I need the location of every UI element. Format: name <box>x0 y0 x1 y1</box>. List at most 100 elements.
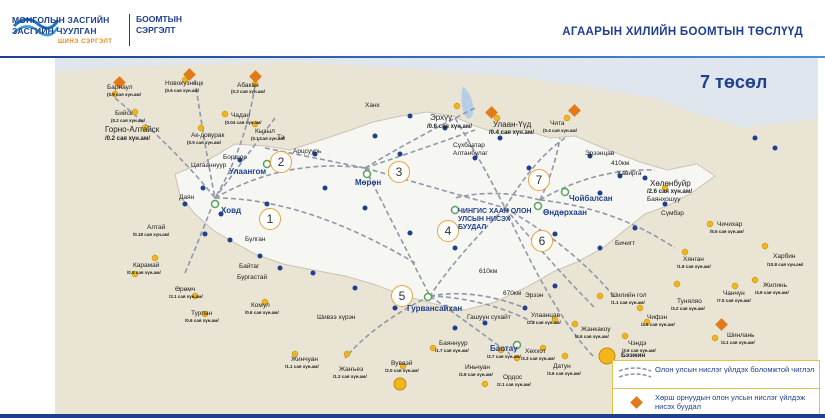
page-title: АГААРЫН ХИЛИЙН БООМТЫН ТӨСЛҮҮД <box>562 26 803 38</box>
city-label: Алтай <box>147 224 166 231</box>
city-label: Ак-довурак <box>191 132 225 139</box>
city-sub: (0.4 сая хүн.ам/ <box>543 128 577 133</box>
header-rule <box>0 56 825 58</box>
place-label: Сүхбаатар <box>453 142 485 149</box>
wuhai-marker <box>393 377 407 391</box>
bottom-rule <box>0 414 825 418</box>
legend-divider <box>613 388 819 389</box>
city-label: Горно-Алтайск <box>105 125 160 134</box>
logo-divider <box>129 14 130 46</box>
place-label: Бургастай <box>237 274 268 281</box>
city-choibalsan: Чойбалсан <box>569 194 613 203</box>
city-sub: /3.2 сая хүн.ам/ <box>671 306 705 311</box>
city-label: Шинлань <box>727 332 755 339</box>
city-label: Баяннуур <box>439 340 468 347</box>
neighbor-cities <box>111 76 769 388</box>
place-label: Хавирга <box>617 170 642 177</box>
route-number-2: 2 <box>270 151 292 173</box>
city-label: Комул <box>251 302 270 309</box>
city-label: Шилийн гол <box>611 292 647 299</box>
legend-route-text: Олон улсын нислэг үйлдэх боломжтой чиглэ… <box>655 365 815 374</box>
city-sub: /0.5 сая хүн.ам/ <box>127 270 161 275</box>
city-sub: (0.5 сая хүн.ам/ <box>187 140 221 145</box>
legend-route-row: Олон улсын нислэг үйлдэх боломжтой чиглэ… <box>613 361 819 388</box>
place-label: Боршоо <box>223 154 247 161</box>
city-sub: /0.6 сая хүн.ам/ <box>427 124 472 130</box>
city-khovd: Ховд <box>221 206 242 215</box>
place-label: Даян <box>179 194 195 201</box>
city-label: Турпан <box>191 310 213 317</box>
city-sub: /4.6 сая хүн.ам/ <box>755 290 789 295</box>
logo-line-1: МОНГОЛЫН ЗАСГИЙН <box>12 15 110 25</box>
city-label: Туняляо <box>677 298 702 305</box>
legend: Олон улсын нислэг үйлдэх боломжтой чиглэ… <box>612 360 820 418</box>
hub-label: ЧИНГИС ХААН ОЛОН УЛСЫН НИСЭХ БУУДАЛ <box>458 208 532 231</box>
city-label: Жилинь <box>763 282 788 289</box>
place-label: Ханх <box>365 102 380 109</box>
logo-line-2: ЗАСГИЙН ЧУУЛГАН <box>12 26 97 36</box>
route-number-5: 5 <box>391 285 413 307</box>
place-label: Булган <box>245 236 266 243</box>
city-label: Чэндэ <box>628 340 647 347</box>
city-sub: /2.8 сая хүн.ам/ <box>459 372 493 377</box>
city-label: Новокузнецк <box>165 80 204 87</box>
city-murun: Мөрөн <box>355 178 382 187</box>
city-sub: /4.6 сая хүн.ам/ <box>575 334 609 339</box>
distance-label: 610км <box>479 268 498 275</box>
route-number-4: 4 <box>437 220 459 242</box>
map-canvas <box>55 58 818 391</box>
city-label: Өрөмч <box>175 286 196 293</box>
city-sub: /4.6 сая хүн.ам/ <box>641 322 675 327</box>
city-sub: (0.3 сая хүн.ам/ <box>231 89 265 94</box>
place-label: Арцсуурь <box>293 148 322 155</box>
place-label: Гашуун сухайт <box>467 314 511 321</box>
logo-wave-icon <box>12 18 60 37</box>
city-label: Кызыл <box>255 128 275 135</box>
city-sub: /7.5 сая хүн.ам/ <box>717 298 751 303</box>
brand-line-2: СЭРГЭЛТ <box>136 25 176 35</box>
place-label: Сүмбэр <box>661 210 684 217</box>
beijing-marker <box>598 347 616 365</box>
city-sub: /3.3 сая хүн.ам/ <box>521 356 555 361</box>
city-sub: /0.18 сая хүн.ам/ <box>133 232 170 237</box>
city-undurkhaan: Өндөрхаан <box>543 208 587 217</box>
map: 7 төсөл 1 2 3 4 5 6 7 Ховд Улаангом Мөрө… <box>55 58 818 416</box>
legend-airport-row: Хөрш орнуудын олон улсын нислэг үйлдэж н… <box>613 389 819 416</box>
route-number-6: 6 <box>531 230 553 252</box>
city-sub: /1.1 сая хүн.ам/ <box>285 364 319 369</box>
place-label: Эрээнцав <box>585 150 615 157</box>
city-label: Улаан-Үүд <box>493 120 532 129</box>
city-sub: /1.3 сая хүн.ам/ <box>333 374 367 379</box>
city-sub: (0.9 сая хүн.ам/ <box>107 92 141 97</box>
city-sub: /3.6 сая хүн.ам/ <box>547 371 581 376</box>
route-number-1: 1 <box>259 208 281 230</box>
project-count: 7 төсөл <box>700 72 768 92</box>
city-sub: /2.7 сая хүн.ам/ <box>487 354 521 359</box>
place-label: Эрээн <box>525 292 544 299</box>
city-sub: /4.1 сая хүн.ам/ <box>721 340 755 345</box>
city-baotau: Баотау <box>490 344 518 353</box>
distance-label: 670км <box>503 290 522 297</box>
legend-airport-text: Хөрш орнуудын олон улсын нислэг үйлдэж н… <box>655 393 806 411</box>
route-number-7: 7 <box>528 169 550 191</box>
place-label: Бичигт <box>615 240 636 247</box>
city-label: Вуваэй <box>391 360 413 367</box>
city-sub: /0.2 сая хүн.ам/ <box>105 136 150 142</box>
city-label: Абакан <box>237 82 259 89</box>
city-label: Иньчуан <box>465 364 490 371</box>
city-label: Чита <box>550 120 565 127</box>
city-label: Чичихар <box>717 221 743 228</box>
city-sub: /2.6 сая хүн.ам/ <box>647 189 692 195</box>
distance-label: 410км <box>611 160 630 167</box>
place-label: Алтанбулаг <box>453 150 488 157</box>
header: МОНГОЛЫН ЗАСГИЙН ЗАСГИЙН ЧУУЛГАН ШИНЭ СЭ… <box>0 0 825 56</box>
city-sub: /0.4 сая хүн.ам/ <box>489 130 534 136</box>
project-airports <box>210 159 570 350</box>
city-gurvansaikhan: Гурвансайхан <box>407 304 463 313</box>
place-label: Цагааннуур <box>191 162 227 169</box>
city-label: Жанкакоу <box>581 326 611 333</box>
city-sub: /5.5 сая хүн.ам/ <box>710 229 744 234</box>
place-label: Баянхошуу <box>647 196 681 203</box>
city-sub: /3.1 сая хүн.ам/ <box>169 294 203 299</box>
city-label: Чадан <box>231 112 250 119</box>
